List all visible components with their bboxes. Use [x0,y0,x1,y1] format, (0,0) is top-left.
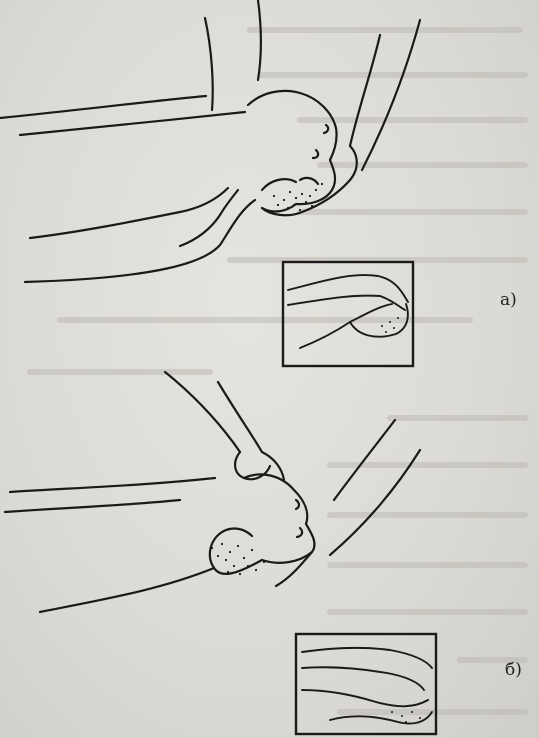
hair-b-outline [210,529,262,574]
inset-b-frame [296,634,436,734]
figure-b-label: б) [505,660,522,680]
patient-shoulder-b [10,478,215,492]
rescuer-arm-b-right [334,420,395,500]
patient-body-b [40,568,214,612]
rescuer-arm-b-upper [165,372,240,452]
head-b-top [244,474,307,524]
